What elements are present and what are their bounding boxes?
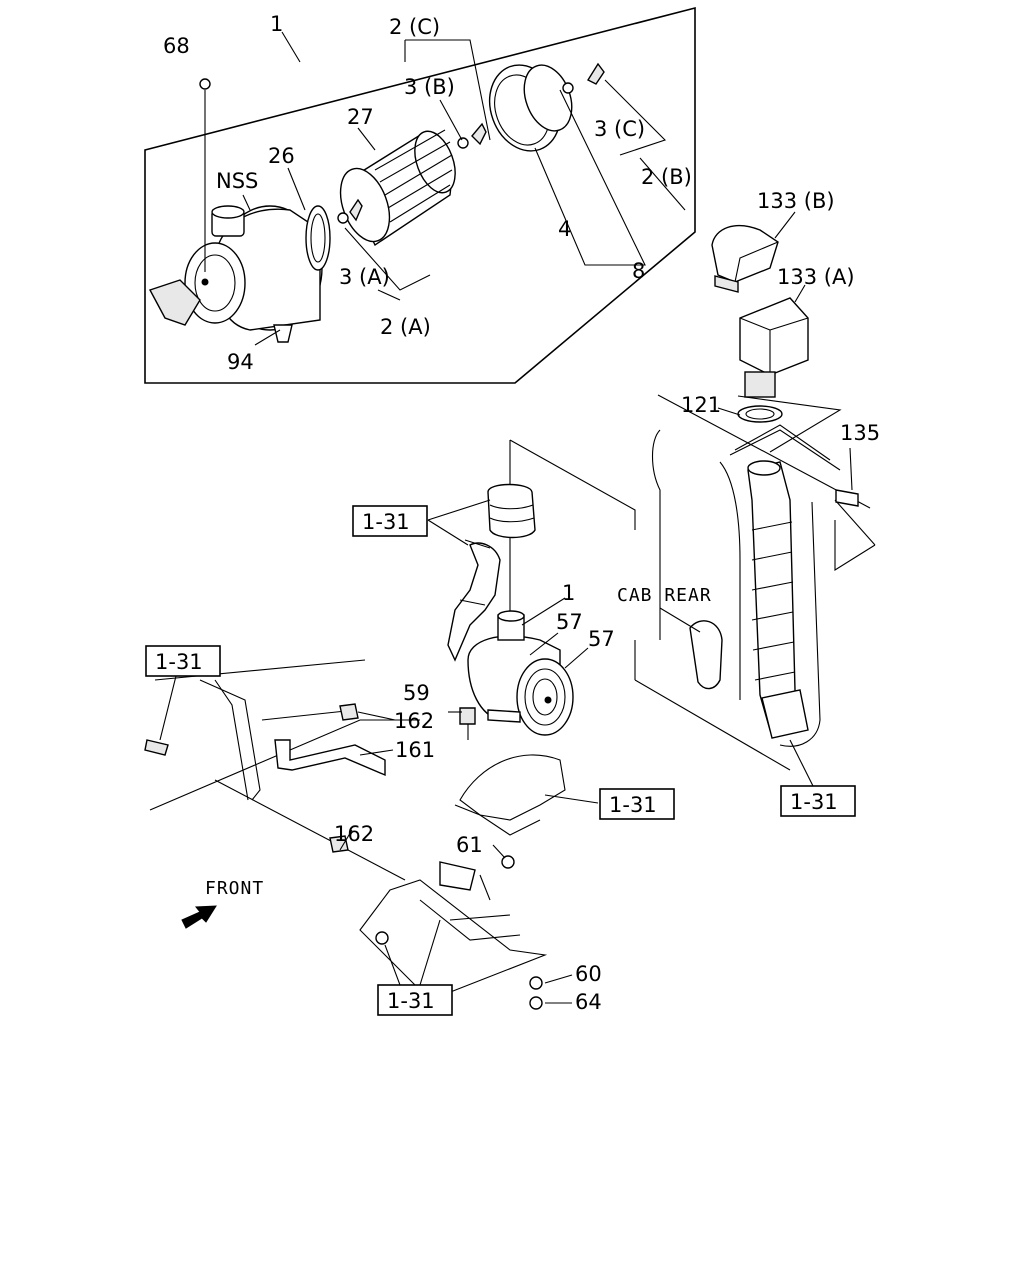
cab-rear-label: CAB REAR [617, 585, 712, 606]
part-label-2a: 2 (A) [380, 315, 431, 339]
installed-hoses [447, 439, 636, 662]
part-label-26: 26 [268, 144, 295, 168]
mounting-bracket-assembly [359, 754, 566, 1010]
part-label-60: 60 [575, 962, 602, 986]
part-label-133a: 133 (A) [777, 265, 855, 289]
part-label-3a: 3 (A) [339, 265, 390, 289]
primary-filter-element [339, 129, 456, 247]
cab-rear-panel [634, 394, 876, 771]
part-label-135: 135 [840, 421, 880, 445]
ref-box-4: 1-31 [780, 785, 856, 817]
part-label-162b: 162 [334, 822, 374, 846]
front-direction-label: FRONT [205, 878, 264, 899]
exploded-view-frame [144, 6, 696, 384]
part-label-68: 68 [163, 34, 190, 58]
ref-box-5: 1-31 [377, 984, 453, 1016]
part-label-3b: 3 (B) [404, 75, 455, 99]
part-label-61: 61 [456, 833, 483, 857]
top-leader-lines [204, 31, 686, 346]
part-label-4: 4 [558, 217, 571, 241]
intake-hood-133b [711, 224, 779, 293]
installed-air-cleaner [467, 610, 574, 736]
cover-element [488, 64, 573, 152]
part-label-1: 1 [270, 12, 283, 36]
ref-box-label: 1-31 [155, 650, 203, 674]
part-label-3c: 3 (C) [594, 117, 645, 141]
part-label-1-installed: 1 [562, 581, 575, 605]
stay-bracket-161 [274, 739, 386, 777]
part-label-121: 121 [681, 393, 721, 417]
intake-duct-column [729, 424, 859, 739]
ref-box-label: 1-31 [790, 790, 838, 814]
part-label-162a: 162 [394, 709, 434, 733]
clamp-121 [737, 405, 783, 423]
part-label-64: 64 [575, 990, 602, 1014]
part-label-8: 8 [632, 259, 645, 283]
part-label-94: 94 [227, 350, 254, 374]
part-label-57b: 57 [588, 627, 615, 651]
ref-box-2: 1-31 [145, 645, 221, 677]
part-label-2b: 2 (B) [641, 165, 692, 189]
ref-box-label: 1-31 [609, 793, 657, 817]
air-cleaner-housing [148, 205, 331, 343]
right-leader-lines [659, 211, 853, 791]
middle-leader-lines [159, 499, 599, 1004]
part-label-57a: 57 [556, 610, 583, 634]
part-label-161: 161 [395, 738, 435, 762]
part-label-59: 59 [403, 681, 430, 705]
wing-nuts-washers [199, 62, 605, 224]
part-label-2c: 2 (C) [389, 15, 440, 39]
ref-box-3: 1-31 [599, 788, 675, 820]
part-label-27: 27 [347, 105, 374, 129]
ref-box-1: 1-31 [352, 505, 428, 537]
front-arrow-icon [181, 905, 217, 929]
ref-box-label: 1-31 [387, 989, 435, 1013]
part-label-133b: 133 (B) [757, 189, 835, 213]
part-label-nss: NSS [216, 169, 258, 193]
ref-box-label: 1-31 [362, 510, 410, 534]
intake-head-133a [739, 297, 809, 398]
bolts-162 [144, 703, 476, 853]
